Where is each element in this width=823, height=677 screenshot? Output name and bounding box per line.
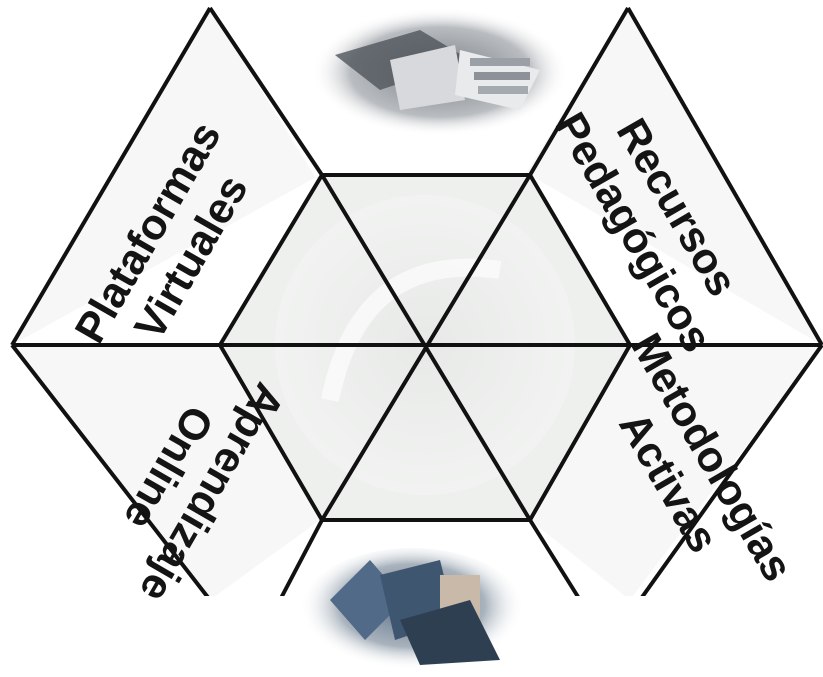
top-books-photo [312,8,568,136]
